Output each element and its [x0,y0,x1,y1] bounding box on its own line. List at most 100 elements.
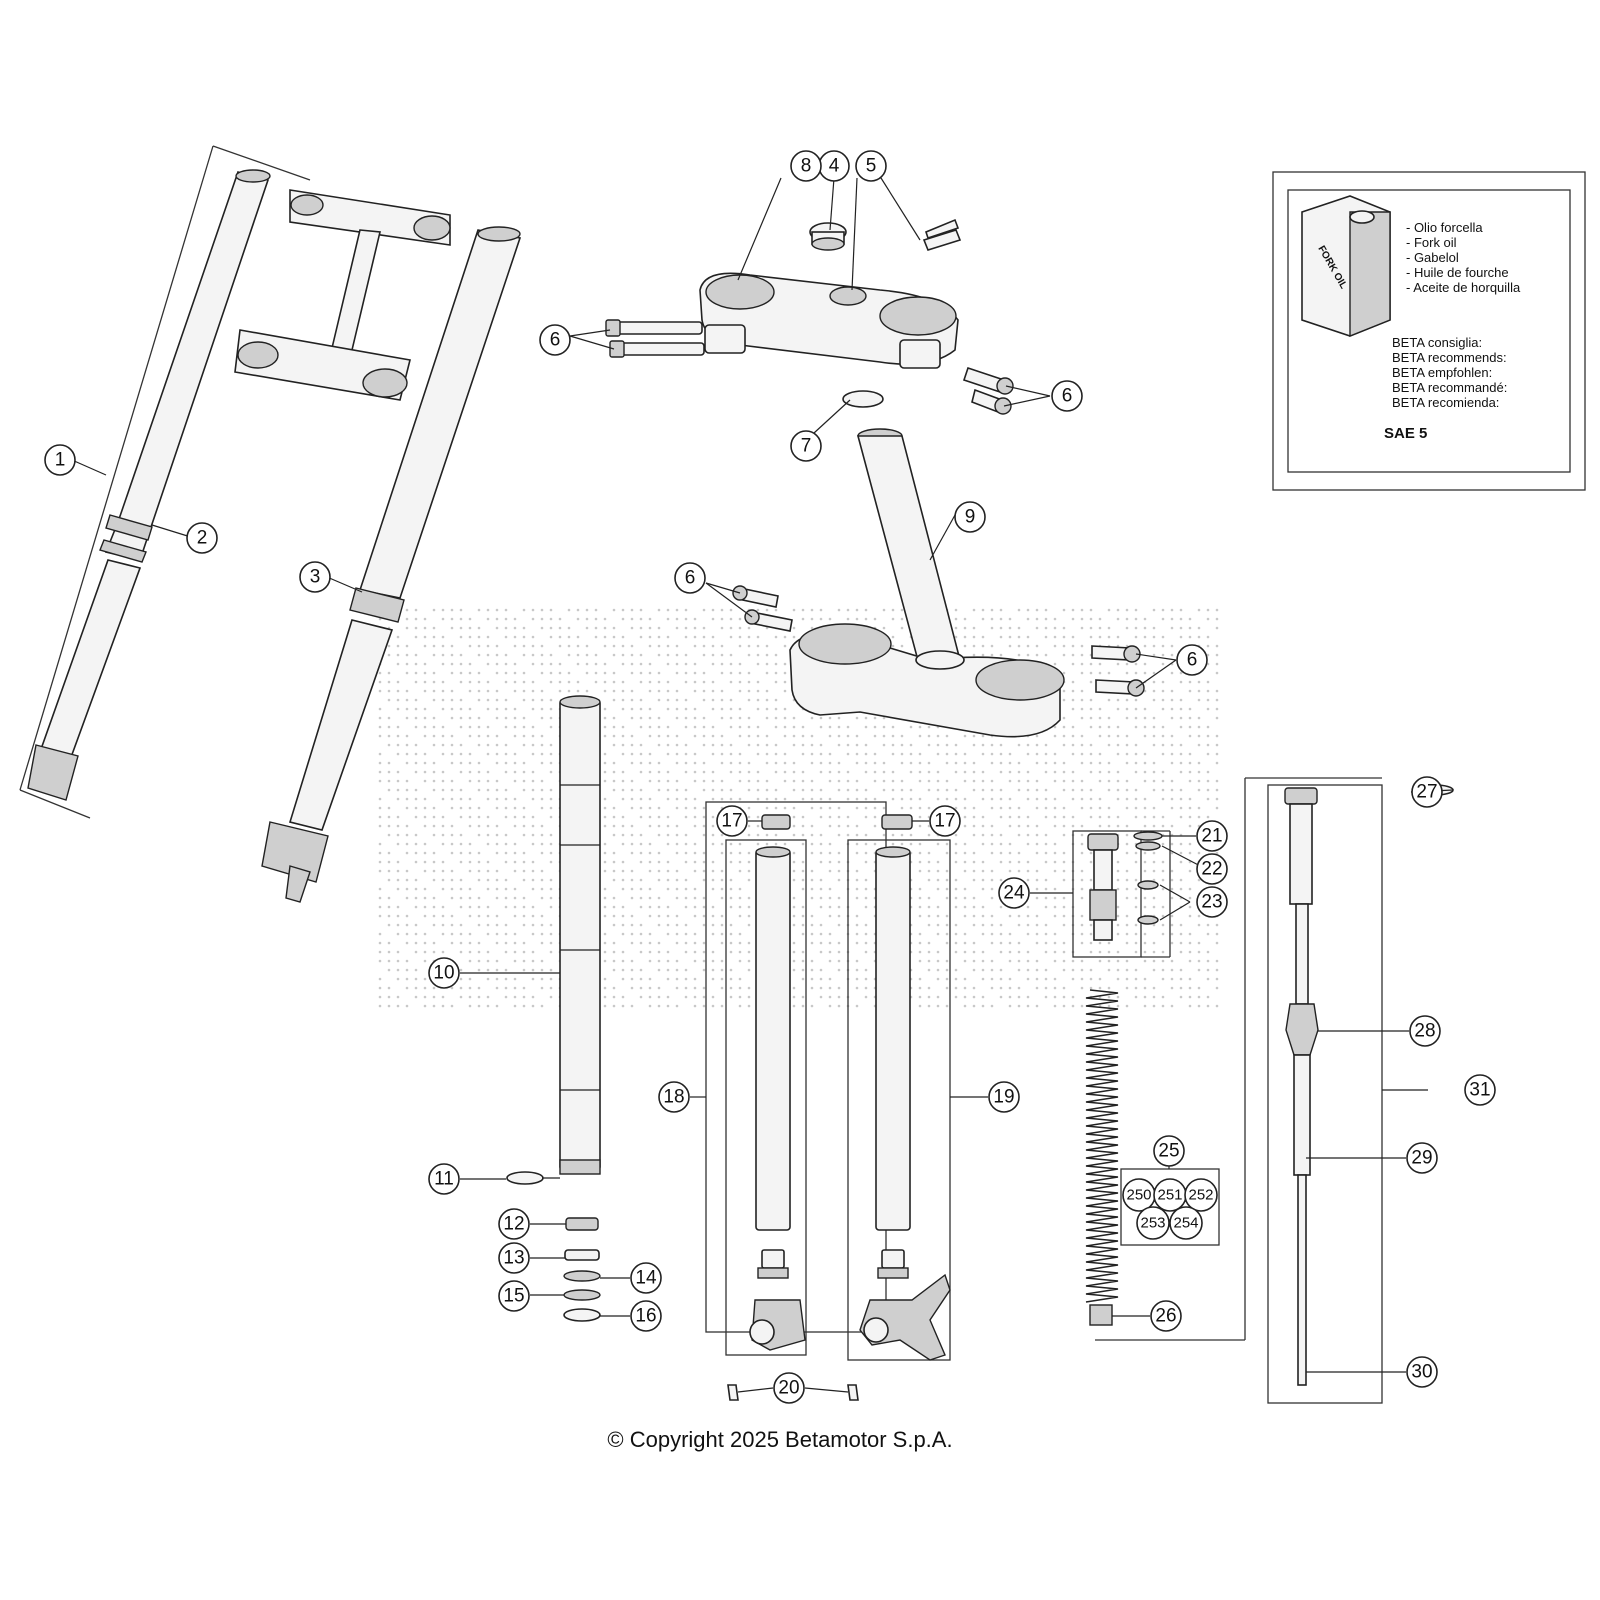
svg-text:6: 6 [1187,650,1198,671]
callout-16: 16 [630,1300,662,1332]
svg-text:10: 10 [433,963,454,984]
svg-text:22: 22 [1201,859,1222,880]
callout-18: 18 [658,1081,690,1113]
svg-text:3: 3 [310,567,321,588]
oil-grade: SAE 5 [1384,425,1427,442]
callout-25: 25 [1153,1135,1185,1167]
callout-15: 15 [498,1280,530,1312]
callout-29: 29 [1406,1142,1438,1174]
callout-5: 5 [855,150,887,182]
oil-name-line: - Olio forcella [1406,220,1483,235]
svg-text:25: 25 [1158,1141,1179,1162]
recommend-line: BETA consiglia: [1392,335,1482,350]
cartridge-cap-assembly [1072,830,1171,958]
svg-text:252: 252 [1188,1187,1213,1204]
callout-6-lower-right: 6 [1176,644,1208,676]
svg-text:23: 23 [1201,892,1222,913]
inner-tube-18 [705,801,887,1401]
svg-text:17: 17 [934,811,955,832]
svg-text:17: 17 [721,811,742,832]
svg-text:250: 250 [1126,1187,1151,1204]
callout-9: 9 [954,501,986,533]
svg-text:251: 251 [1157,1187,1182,1204]
oil-name-line: - Fork oil [1406,235,1457,250]
svg-text:7: 7 [801,436,812,457]
callout-23: 23 [1196,886,1228,918]
callout-4: 4 [818,150,850,182]
callout-254: 254 [1169,1206,1203,1240]
callout-24: 24 [998,877,1030,909]
callout-30: 30 [1406,1356,1438,1388]
callout-21: 21 [1196,820,1228,852]
triple-clamp-assembled [234,189,451,401]
copyright-notice: © Copyright 2025 Betamotor S.p.A. [607,1427,952,1452]
spring-frame-26 [1089,777,1382,1341]
fork-leg-assembled-left [19,145,311,819]
recommend-line: BETA recommends: [1392,350,1507,365]
inner-tube-19 [847,814,951,1401]
svg-text:6: 6 [1062,386,1073,407]
svg-text:26: 26 [1155,1306,1176,1327]
svg-text:9: 9 [965,507,976,528]
callout-27: 27 [1411,776,1443,808]
oil-name-line: - Aceite de horquilla [1406,280,1521,295]
svg-text:12: 12 [503,1214,524,1235]
callout-17-left: 17 [716,805,748,837]
callout-12: 12 [498,1208,530,1240]
svg-text:8: 8 [801,156,812,177]
fork-spring-25 [1085,989,1119,1303]
callout-28: 28 [1409,1015,1441,1047]
svg-text:2: 2 [197,528,208,549]
svg-text:1: 1 [55,450,66,471]
leader-lines [71,177,1454,1393]
callout-6-upper-left: 6 [539,324,571,356]
outer-tube-10 [559,695,601,1175]
callout-31: 31 [1464,1074,1496,1106]
callout-14: 14 [630,1262,662,1294]
svg-text:13: 13 [503,1248,524,1269]
svg-text:14: 14 [635,1268,657,1289]
callout-11: 11 [428,1163,460,1195]
svg-text:28: 28 [1414,1021,1435,1042]
oil-name-line: - Huile de fourche [1406,265,1509,280]
upper-triple-clamp [699,272,959,369]
callout-1: 1 [44,444,76,476]
callout-251: 251 [1153,1178,1187,1212]
callout-6-upper-right: 6 [1051,380,1083,412]
steering-stem-lower-clamp [789,428,1065,738]
bolt-5 [922,218,962,251]
svg-text:6: 6 [550,330,561,351]
steering-nut [809,222,847,251]
svg-text:19: 19 [993,1087,1014,1108]
callout-7: 7 [790,430,822,462]
callout-10: 10 [428,957,460,989]
callout-13: 13 [498,1242,530,1274]
svg-text:29: 29 [1411,1148,1432,1169]
svg-text:253: 253 [1140,1215,1165,1232]
svg-text:31: 31 [1469,1080,1490,1101]
callout-3: 3 [299,561,331,593]
svg-text:6: 6 [685,568,696,589]
callout-6-lower-left: 6 [674,562,706,594]
svg-text:16: 16 [635,1306,656,1327]
fork-leg-assembled-right [261,226,522,903]
callout-252: 252 [1184,1178,1218,1212]
svg-text:11: 11 [434,1169,454,1190]
oil-name-line: - Gabelol [1406,250,1459,265]
o-ring-7 [842,390,884,408]
recommend-line: BETA empfohlen: [1392,365,1492,380]
spring-variants-box [1120,1168,1220,1246]
callout-8: 8 [790,150,822,182]
recommend-line: BETA recommandé: [1392,380,1507,395]
svg-text:254: 254 [1173,1215,1198,1232]
cartridge-31 [1267,784,1454,1404]
callout-20: 20 [773,1372,805,1404]
svg-text:30: 30 [1411,1362,1432,1383]
oil-can-icon: FORK OIL [1301,195,1391,338]
fork-oil-info-box: FORK OIL - Olio forcella - Fork oil - Ga… [1272,171,1586,491]
callout-2: 2 [186,522,218,554]
callout-19: 19 [988,1081,1020,1113]
svg-text:5: 5 [866,156,877,177]
svg-text:15: 15 [503,1286,524,1307]
